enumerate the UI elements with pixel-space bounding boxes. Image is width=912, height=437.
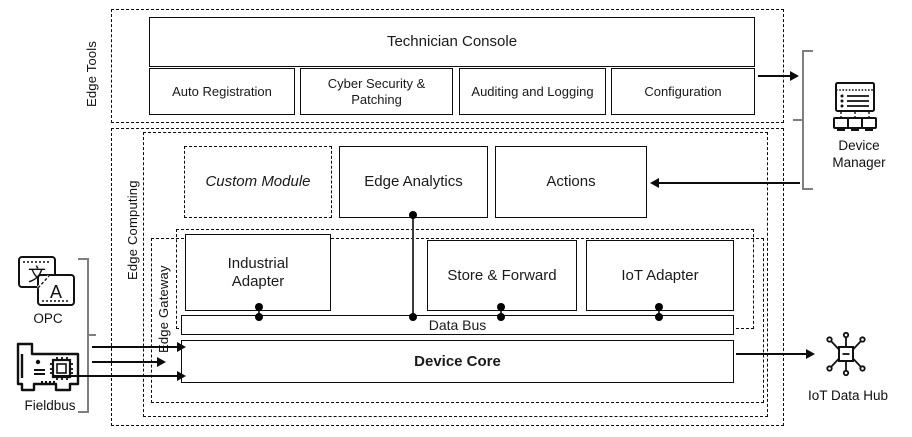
edge-gateway-zone	[151, 238, 764, 403]
technician-console-box[interactable]: Technician Console	[149, 17, 755, 67]
translate-card-icon: 文 A	[18, 256, 75, 306]
device-manager-label: Device Manager	[832, 138, 886, 170]
module-box-actions[interactable]: Actions	[495, 146, 647, 218]
arrow-head-opc-to-core	[177, 342, 186, 352]
connector-dot-store-forward	[497, 303, 505, 311]
connector-dot-edge-analytics	[409, 211, 417, 219]
connector-dot-bus-industrial	[255, 313, 263, 321]
arrow-line-device-manager-to-actions	[659, 182, 800, 184]
tool-box-auditing-logging[interactable]: Auditing and Logging	[459, 68, 606, 115]
arrow-head-fieldbus-to-core	[177, 371, 186, 381]
tool-box-auto-registration[interactable]: Auto Registration	[149, 68, 295, 115]
device-manager-icon-wrap	[824, 82, 886, 134]
data-bus-bar[interactable]: Data Bus	[181, 315, 734, 335]
fieldbus-icon-wrap	[12, 340, 84, 396]
connector-dot-bus-store-forward	[497, 313, 505, 321]
gateway-box-iot-adapter[interactable]: IoT Adapter	[586, 240, 734, 311]
arrow-line-opc-to-core	[92, 346, 179, 348]
module-box-custom-module[interactable]: Custom Module	[184, 146, 332, 218]
arrow-head-fieldbus-to-gateway	[157, 357, 166, 367]
arrow-line-core-to-iot-hub	[736, 353, 808, 355]
edge-computing-inner-frame	[143, 132, 768, 417]
svg-text:A: A	[50, 282, 62, 302]
device-core-bar[interactable]: Device Core	[181, 340, 734, 383]
connector-industrial-adapter-to-bus	[258, 305, 260, 317]
connector-dot-iot-adapter	[655, 303, 663, 311]
edge-computing-zone-label: Edge Computing	[125, 180, 140, 280]
connector-iot-adapter-to-bus	[658, 305, 660, 317]
edge-gateway-zone-label: Edge Gateway	[156, 265, 171, 353]
edge-tools-zone	[111, 9, 784, 123]
arrow-head-core-to-iot-hub	[806, 349, 815, 359]
opc-icon-wrap: 文 A	[16, 255, 78, 311]
server-clients-icon	[833, 82, 877, 131]
arrow-line-device-manager-to-edge-tools	[758, 75, 792, 77]
opc-label: OPC	[33, 311, 63, 326]
tool-box-cyber-security-patching[interactable]: Cyber Security & Patching	[300, 68, 453, 115]
left-sources-bracket	[78, 258, 96, 413]
module-box-edge-analytics[interactable]: Edge Analytics	[339, 146, 488, 218]
gateway-box-store-forward[interactable]: Store & Forward	[427, 240, 577, 311]
connector-edge-analytics-to-bus	[412, 215, 414, 317]
edge-computing-zone	[111, 128, 784, 426]
gateway-box-industrial-adapter[interactable]: Industrial Adapter	[185, 234, 331, 311]
arrow-line-fieldbus-to-gateway	[92, 361, 159, 363]
arrow-head-device-manager-to-actions	[650, 178, 659, 188]
iot-data-hub-label: IoT Data Hub	[807, 388, 889, 403]
connector-dot-bus-analytics	[409, 313, 417, 321]
fieldbus-label: Fieldbus	[24, 398, 76, 413]
edge-tools-zone-label: Edge Tools	[84, 40, 99, 107]
arrow-line-fieldbus-to-core	[52, 375, 179, 377]
device-manager-bracket	[793, 50, 814, 190]
connector-store-forward-to-bus	[500, 305, 502, 317]
arrow-head-device-manager-to-edge-tools	[790, 71, 799, 81]
pci-card-icon	[16, 342, 80, 392]
iot-data-hub-icon-wrap	[822, 330, 870, 378]
connector-dot-industrial-adapter	[255, 303, 263, 311]
tool-box-configuration[interactable]: Configuration	[611, 68, 755, 115]
connector-dot-bus-iot	[655, 313, 663, 321]
hub-spokes-icon	[826, 331, 866, 377]
